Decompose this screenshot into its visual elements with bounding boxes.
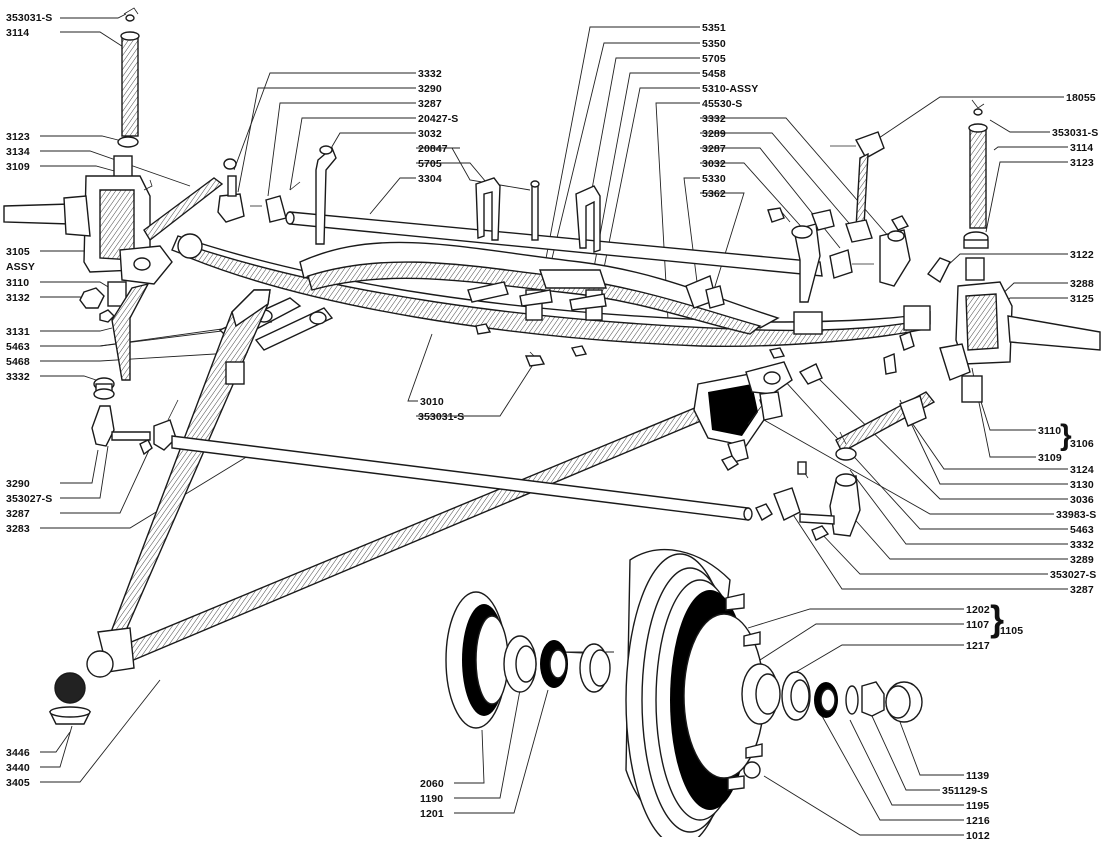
part-label-3289: 3289 (1070, 554, 1094, 566)
radius-rod-wishbone (48, 289, 793, 725)
part-label-3010: 3010 (420, 396, 444, 408)
part-label-3287: 3287 (6, 508, 30, 520)
part-label-5468: 5468 (6, 356, 30, 368)
part-label-3114: 3114 (1070, 142, 1094, 154)
part-label-3287: 3287 (1070, 584, 1094, 596)
part-label-1139: 1139 (966, 770, 990, 782)
tie-rod (285, 145, 823, 277)
part-label-5463: 5463 (1070, 524, 1094, 536)
part-label-3036: 3036 (1070, 494, 1094, 506)
part-label-3446: 3446 (6, 747, 30, 759)
part-label-3332: 3332 (702, 113, 726, 125)
right-steering-arm (759, 331, 936, 461)
part-label-1105: 1105 (1000, 625, 1024, 637)
part-label-3105: 3105 (6, 246, 30, 258)
part-label-3123: 3123 (1070, 157, 1094, 169)
drag-link (143, 158, 301, 242)
part-label-3288: 3288 (1070, 278, 1094, 290)
part-label-353027-s: 353027-S (1050, 569, 1097, 581)
part-label-1216: 1216 (966, 815, 990, 827)
part-label-3134: 3134 (6, 146, 30, 158)
part-label-353031-s: 353031-S (1052, 127, 1099, 139)
part-label-3332: 3332 (6, 371, 30, 383)
bracket-3106: } (1060, 419, 1072, 452)
right-drag-link (767, 131, 911, 303)
part-label-3125: 3125 (1070, 293, 1094, 305)
part-label-3332: 3332 (418, 68, 442, 80)
part-label-5458: 5458 (702, 68, 726, 80)
bracket-1105: } (990, 598, 1005, 639)
part-label-5310-assy: 5310-ASSY (702, 83, 759, 95)
part-label-3287: 3287 (418, 98, 442, 110)
part-label-353027-s: 353027-S (6, 493, 53, 505)
part-label-2060: 2060 (420, 778, 444, 790)
part-label-1012: 1012 (966, 830, 990, 842)
part-label-assy: ASSY (6, 261, 35, 273)
part-label-5362: 5362 (702, 188, 726, 200)
part-label-5350: 5350 (702, 38, 726, 50)
wheel-bearings (445, 591, 923, 729)
right-spindle-assembly (926, 99, 1101, 403)
part-label-1217: 1217 (966, 640, 990, 652)
part-label-3332: 3332 (1070, 539, 1094, 551)
part-label-3130: 3130 (1070, 479, 1094, 491)
part-label-3114: 3114 (6, 27, 30, 39)
right-tie-rod-end (755, 461, 861, 541)
part-label-3122: 3122 (1070, 249, 1094, 261)
part-label-1107: 1107 (966, 619, 990, 631)
part-label-3124: 3124 (1070, 464, 1094, 476)
part-label-1201: 1201 (420, 808, 444, 820)
part-label-3304: 3304 (418, 173, 442, 185)
part-label-1202: 1202 (966, 604, 990, 616)
left-spindle-assembly (3, 7, 173, 323)
part-label-20847: 20847 (418, 143, 448, 155)
part-label-3131: 3131 (6, 326, 30, 338)
part-label-3123: 3123 (6, 131, 30, 143)
part-label-1190: 1190 (420, 793, 444, 805)
part-label-3109: 3109 (1038, 452, 1062, 464)
part-label-5351: 5351 (702, 22, 726, 34)
part-label-33983-s: 33983-S (1056, 509, 1097, 521)
part-label-3106: 3106 (1070, 438, 1094, 450)
brake-drum-hub (625, 548, 781, 837)
part-label-3283: 3283 (6, 523, 30, 535)
part-label-5330: 5330 (702, 173, 726, 185)
part-label-3290: 3290 (6, 478, 30, 490)
part-label-3287: 3287 (702, 143, 726, 155)
part-label-3032: 3032 (418, 128, 442, 140)
part-label-3110: 3110 (6, 277, 30, 289)
part-label-3289: 3289 (702, 128, 726, 140)
part-label-3109: 3109 (6, 161, 30, 173)
part-label-351129-s: 351129-S (942, 785, 988, 797)
part-label-5705: 5705 (418, 158, 442, 170)
part-label-45530-s: 45530-S (702, 98, 743, 110)
leaf-spring (171, 233, 931, 367)
spring-u-bolts (475, 177, 601, 253)
axle-bar (171, 435, 753, 521)
part-label-5705: 5705 (702, 53, 726, 65)
part-label-353031-s: 353031-S (6, 12, 53, 24)
part-label-3032: 3032 (702, 158, 726, 170)
part-label-3110: 3110 (1038, 425, 1062, 437)
part-label-1195: 1195 (966, 800, 990, 812)
left-steering-arm (91, 282, 179, 456)
part-label-18055: 18055 (1066, 92, 1096, 104)
part-label-3440: 3440 (6, 762, 30, 774)
part-label-5463: 5463 (6, 341, 30, 353)
part-label-3290: 3290 (418, 83, 442, 95)
part-label-20427-s: 20427-S (418, 113, 459, 125)
part-label-353031-s: 353031-S (418, 411, 465, 423)
part-label-3405: 3405 (6, 777, 30, 789)
part-label-3132: 3132 (6, 292, 30, 304)
